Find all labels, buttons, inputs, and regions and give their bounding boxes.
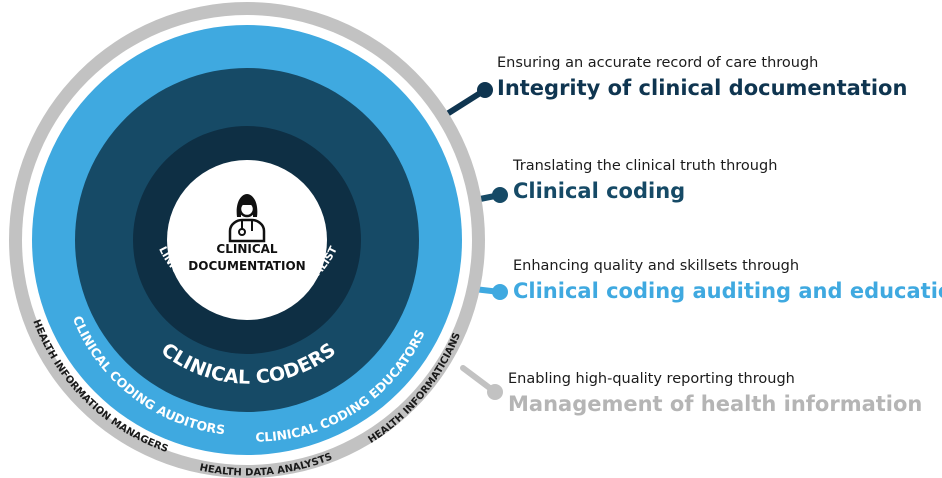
callout-integrity-main: Integrity of clinical documentation: [497, 76, 908, 100]
connector-auditing-dot: [492, 284, 508, 300]
callout-management-main: Management of health information: [508, 392, 923, 416]
connector-management-dot: [487, 384, 503, 400]
callout-management: Enabling high-quality reporting through …: [508, 370, 922, 417]
callout-auditing-sub: Enhancing quality and skillsets through: [513, 258, 800, 274]
callout-coding: Translating the clinical truth through C…: [513, 157, 777, 204]
center-label-line2: DOCUMENTATION: [188, 259, 305, 273]
callout-coding-main: Clinical coding: [513, 179, 686, 203]
callout-management-sub: Enabling high-quality reporting through: [508, 371, 795, 387]
callout-auditing-main: Clinical coding auditing and education: [513, 279, 942, 303]
callout-coding-sub: Translating the clinical truth through: [513, 158, 778, 174]
center-label-line1: CLINICAL: [216, 242, 278, 256]
callout-integrity-sub: Ensuring an accurate record of care thro…: [497, 55, 819, 71]
callout-auditing: Enhancing quality and skillsets through …: [513, 257, 942, 304]
connector-integrity-dot: [477, 82, 493, 98]
callout-integrity: Ensuring an accurate record of care thro…: [497, 54, 907, 101]
clinician-icon: [228, 194, 266, 243]
connector-coding-dot: [492, 187, 508, 203]
